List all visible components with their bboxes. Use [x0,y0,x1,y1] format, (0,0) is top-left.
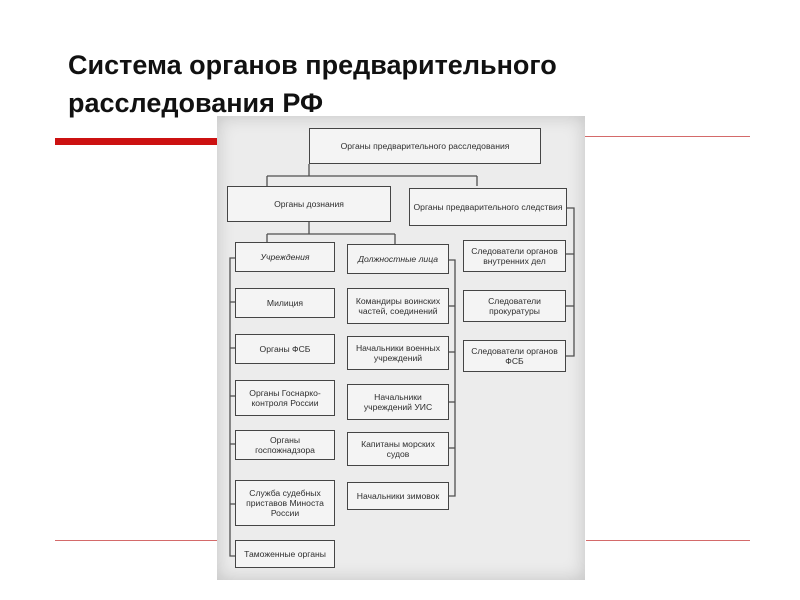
box-official-2: Начальники военных учреждений [347,336,449,370]
box-investigator-2: Следователи прокуратуры [463,290,566,322]
box-institution-1: Милиция [235,288,335,318]
connector-investigators-bus [566,207,575,357]
box-root: Органы предварительного расследования [309,128,541,164]
slide-title: Система органов предварительного расслед… [68,46,768,122]
box-official-1: Командиры воинских частей, соединений [347,288,449,324]
box-official-5: Начальники зимовок [347,482,449,510]
box-inquiry: Органы дознания [227,186,391,222]
org-chart-scan: Органы предварительного расследования Ор… [217,116,585,580]
bottom-divider-right [586,540,750,541]
connector-lines [229,164,575,557]
box-institution-4: Органы госпожнадзора [235,430,335,460]
connector-institutions-bus [229,257,235,557]
box-investigator-3: Следователи органов ФСБ [463,340,566,372]
box-official-4: Капитаны морских судов [347,432,449,466]
box-investigation: Органы предварительного следствия [409,188,567,226]
box-investigator-1: Следователи органов внутренних дел [463,240,566,272]
box-official-3: Начальники учреждений УИС [347,384,449,420]
box-institution-5: Служба судебных приставов Миноста России [235,480,335,526]
bottom-divider-left [55,540,218,541]
connector-officials-bus [449,259,456,497]
box-officials-header: Должностные лица [347,244,449,274]
box-institution-3: Органы Госнарко-контроля России [235,380,335,416]
slide-title-line-1: Система органов предварительного [68,50,557,80]
box-institution-2: Органы ФСБ [235,334,335,364]
box-institutions-header: Учреждения [235,242,335,272]
slide-title-line-2: расследования РФ [68,88,324,118]
title-divider-line [585,136,750,137]
title-accent-bar [55,138,225,145]
box-institution-6: Таможенные органы [235,540,335,568]
